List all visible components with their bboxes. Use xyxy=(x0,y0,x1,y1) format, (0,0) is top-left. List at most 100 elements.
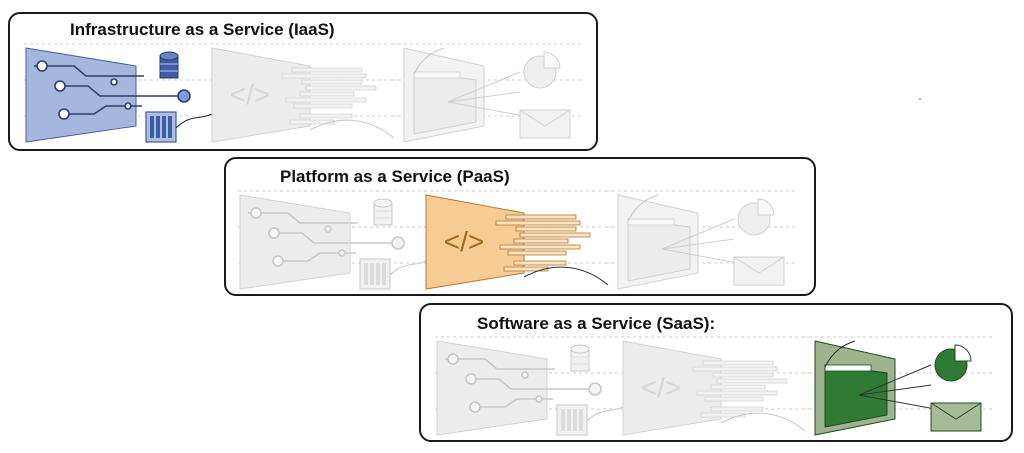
envelope-icon xyxy=(519,109,571,139)
cable-line xyxy=(309,119,395,139)
database-top xyxy=(570,344,590,354)
code-line-bar xyxy=(513,260,567,266)
circuit-node xyxy=(338,249,346,257)
code-line-bar xyxy=(495,220,581,226)
code-line-bar xyxy=(299,113,353,119)
code-line-bar xyxy=(513,238,569,244)
circuit-trace xyxy=(274,232,398,244)
circuit-trace xyxy=(256,212,358,224)
server-slot xyxy=(150,116,154,138)
network-node xyxy=(391,236,405,250)
circuit-node xyxy=(465,373,477,385)
app-tab xyxy=(627,218,675,226)
platform-trapezoid xyxy=(622,340,722,436)
saas-title: Software as a Service (SaaS): xyxy=(477,314,716,333)
pie-chart-slice xyxy=(757,198,775,216)
envelope-flap xyxy=(733,256,785,274)
paas-title: Platform as a Service (PaaS) xyxy=(280,167,510,186)
code-line-bar xyxy=(281,73,367,79)
code-line-bar xyxy=(507,250,567,256)
cable-line xyxy=(389,260,427,276)
paas-stack-illustration: </> xyxy=(238,190,796,290)
circuit-trace xyxy=(60,85,184,97)
connector-line xyxy=(858,364,932,396)
circuit-node xyxy=(324,225,332,233)
connector-line xyxy=(661,218,735,250)
platform-layer: </> xyxy=(210,43,400,143)
code-line-bar xyxy=(700,412,746,418)
app-tab xyxy=(824,364,872,372)
database-top xyxy=(373,198,393,208)
code-line-bar xyxy=(712,372,774,378)
code-glyph: </> xyxy=(230,79,270,110)
cable-line xyxy=(175,113,213,129)
code-line-bar xyxy=(716,378,788,384)
code-line-bar xyxy=(519,232,591,238)
circuit-node xyxy=(521,371,529,379)
cable-line xyxy=(824,340,856,368)
cable-line xyxy=(627,194,659,222)
circuit-trace xyxy=(64,105,142,115)
pie-chart-slice xyxy=(543,51,561,69)
infrastructure-layer xyxy=(435,336,625,436)
code-line-bar xyxy=(305,85,377,91)
server-slot xyxy=(162,116,166,138)
code-line-bar xyxy=(702,360,774,366)
saas-stack-illustration: </> xyxy=(435,336,993,436)
infrastructure-layer xyxy=(238,190,428,290)
server-slot xyxy=(382,263,386,285)
paas-panel: Platform as a Service (PaaS) </> xyxy=(224,157,816,296)
infrastructure-layer xyxy=(24,43,214,143)
code-line-bar xyxy=(696,390,778,396)
platform-trapezoid xyxy=(425,194,525,290)
envelope-icon xyxy=(733,256,785,286)
connector-line xyxy=(661,248,739,264)
code-line-bar xyxy=(515,226,577,232)
code-line-bar xyxy=(289,119,335,125)
circuit-trace xyxy=(471,378,595,390)
infrastructure-trapezoid xyxy=(239,194,351,290)
cable-line xyxy=(586,406,624,422)
server-slot xyxy=(561,409,565,431)
saas-panel: Software as a Service (SaaS): </> xyxy=(419,303,1013,442)
network-node xyxy=(588,382,602,396)
code-line-bar xyxy=(704,396,764,402)
platform-trapezoid xyxy=(211,47,311,143)
code-glyph: </> xyxy=(641,372,681,403)
code-line-bar xyxy=(291,67,363,73)
circuit-node xyxy=(36,60,48,72)
circuit-trace xyxy=(475,398,553,408)
envelope-icon xyxy=(930,402,982,432)
code-line-bar xyxy=(299,91,355,97)
network-node xyxy=(177,89,191,103)
server-slot xyxy=(376,263,380,285)
connector-line xyxy=(661,238,735,250)
circuit-node xyxy=(58,108,70,120)
code-line-bar xyxy=(285,97,367,103)
code-glyph: </> xyxy=(444,226,484,257)
code-line-bar xyxy=(503,266,549,272)
cable-line xyxy=(523,266,609,286)
infrastructure-trapezoid xyxy=(436,340,548,436)
envelope-flap xyxy=(519,109,571,127)
server-slot xyxy=(579,409,583,431)
cable-line xyxy=(720,412,806,432)
server-slot xyxy=(364,263,368,285)
circuit-trace xyxy=(278,252,356,262)
iaas-stack-illustration: </> xyxy=(24,43,582,143)
cable-line xyxy=(413,47,445,75)
circuit-node xyxy=(268,227,280,239)
connector-line xyxy=(858,394,936,410)
circuit-node xyxy=(124,102,132,110)
server-slot xyxy=(573,409,577,431)
platform-layer: </> xyxy=(621,336,811,436)
server-slot xyxy=(168,116,172,138)
code-line-bar xyxy=(692,366,778,372)
stray-dot xyxy=(919,98,921,100)
iaas-panel: Infrastructure as a Service (IaaS) </> xyxy=(8,12,598,151)
software-layer xyxy=(803,336,993,436)
app-tab xyxy=(413,71,461,79)
connector-line xyxy=(447,71,521,103)
code-line-bar xyxy=(301,79,363,85)
code-line-bar xyxy=(710,406,764,412)
